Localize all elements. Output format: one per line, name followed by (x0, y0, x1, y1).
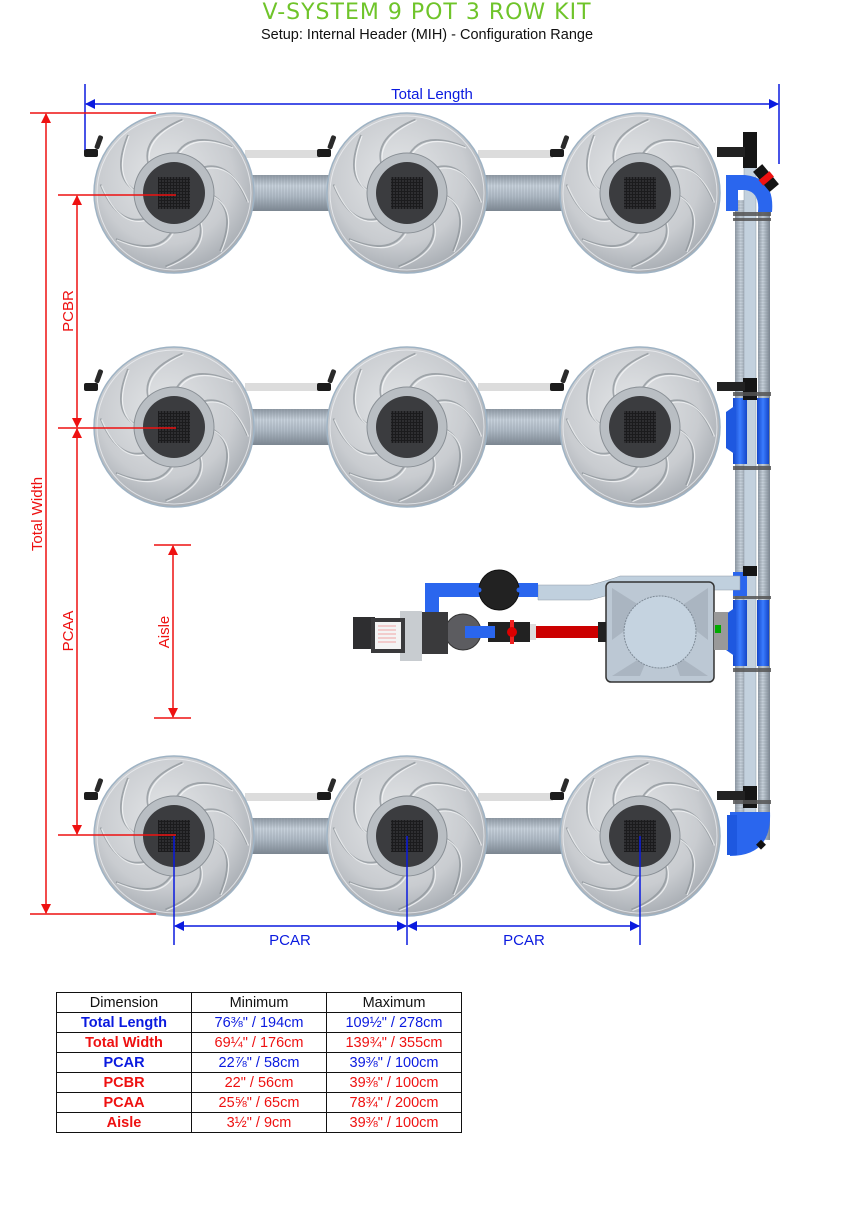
drip-connector-icon (550, 135, 569, 157)
grid-insert-icon (158, 411, 190, 443)
dimension-total-length: Total Length (84, 84, 780, 164)
pot (550, 346, 721, 508)
reservoir-assembly (353, 569, 741, 683)
drip-connector-icon (84, 778, 103, 800)
dimension-table: Dimension Minimum Maximum Total Length 7… (56, 992, 462, 1133)
grid-insert-icon (391, 177, 423, 209)
row-minimum: 3½" / 9cm (191, 1112, 327, 1133)
pot (317, 346, 488, 508)
row-minimum: 69¼" / 176cm (191, 1032, 327, 1053)
row-dimension: PCBR (56, 1072, 192, 1093)
grid-insert-icon (158, 177, 190, 209)
mid-tee-right (757, 398, 769, 464)
pot (317, 112, 488, 274)
drain-valve-icon (753, 164, 779, 192)
table-header-row: Dimension Minimum Maximum (56, 992, 462, 1013)
dimension-total-width: Total Width (29, 112, 156, 915)
header-pipes (717, 132, 779, 856)
pcar-left-label: PCAR (269, 932, 311, 949)
table-row: PCAA 25⅝" / 65cm 78¾" / 200cm (56, 1092, 462, 1113)
total-length-label: Total Length (391, 86, 473, 103)
drip-connector-icon (84, 135, 103, 157)
row-dimension: Aisle (56, 1112, 192, 1133)
grid-insert-icon (391, 411, 423, 443)
table-row: Total Length 76⅜" / 194cm 109½" / 278cm (56, 1012, 462, 1033)
drip-connector-icon (550, 369, 569, 391)
feed-lines (245, 150, 553, 801)
layout-diagram: Total Length Total Width PCBR PCAA Aisle… (29, 84, 780, 949)
pcaa-label: PCAA (60, 611, 77, 652)
row-minimum: 76⅜" / 194cm (191, 1012, 327, 1033)
table-row: Aisle 3½" / 9cm 39⅜" / 100cm (56, 1112, 462, 1133)
drip-connector-icon (84, 369, 103, 391)
row-maximum: 39⅜" / 100cm (326, 1072, 462, 1093)
pot (550, 755, 721, 917)
feed-pipe-red (530, 626, 600, 638)
drip-connector-icon (317, 369, 336, 391)
header-dimension: Dimension (56, 992, 192, 1013)
row-maximum: 109½" / 278cm (326, 1012, 462, 1033)
row-maximum: 78¾" / 200cm (326, 1092, 462, 1113)
pcar-right-label: PCAR (503, 932, 545, 949)
header-pipe-center (743, 149, 757, 841)
reservoir-lid (623, 595, 697, 669)
pcbr-label: PCBR (60, 290, 77, 332)
drip-connector-icon (550, 778, 569, 800)
row-minimum: 22⅞" / 58cm (191, 1052, 327, 1073)
pots (84, 112, 721, 917)
header-minimum: Minimum (191, 992, 327, 1013)
grid-insert-icon (624, 177, 656, 209)
pot (550, 112, 721, 274)
row-dimension: PCAR (56, 1052, 192, 1073)
pot (317, 755, 488, 917)
row-maximum: 39⅜" / 100cm (326, 1052, 462, 1073)
aisle-label: Aisle (156, 616, 173, 649)
total-width-label: Total Width (29, 477, 46, 551)
dimension-pcaa: PCAA (58, 428, 176, 836)
header-maximum: Maximum (326, 992, 462, 1013)
row-maximum: 39⅜" / 100cm (326, 1112, 462, 1133)
lower-tee-right (757, 600, 769, 666)
row-minimum: 25⅝" / 65cm (191, 1092, 327, 1113)
mid-tee-left (733, 398, 747, 464)
row-dimension: Total Width (56, 1032, 192, 1053)
tee-fitting (743, 132, 757, 168)
row-minimum: 22" / 56cm (191, 1072, 327, 1093)
dimension-aisle: Aisle (154, 544, 191, 719)
drip-connector-icon (317, 135, 336, 157)
dimension-pcar: PCAR PCAR (173, 836, 641, 949)
pot (84, 755, 255, 917)
filter-housing (478, 569, 520, 611)
grid-insert-icon (624, 411, 656, 443)
row-dimension: Total Length (56, 1012, 192, 1033)
diagram-title: V-SYSTEM 9 POT 3 ROW KIT (262, 0, 592, 25)
row-maximum: 139¾" / 355cm (326, 1032, 462, 1053)
table-row: Total Width 69¼" / 176cm 139¾" / 355cm (56, 1032, 462, 1053)
pot (84, 112, 255, 274)
row-tubes (250, 175, 563, 854)
row-dimension: PCAA (56, 1092, 192, 1113)
pot (84, 346, 255, 508)
lower-tee-left (733, 600, 747, 666)
diagram-subtitle: Setup: Internal Header (MIH) - Configura… (260, 27, 594, 43)
table-row: PCBR 22" / 56cm 39⅜" / 100cm (56, 1072, 462, 1093)
table-row: PCAR 22⅞" / 58cm 39⅜" / 100cm (56, 1052, 462, 1073)
drip-connector-icon (317, 778, 336, 800)
